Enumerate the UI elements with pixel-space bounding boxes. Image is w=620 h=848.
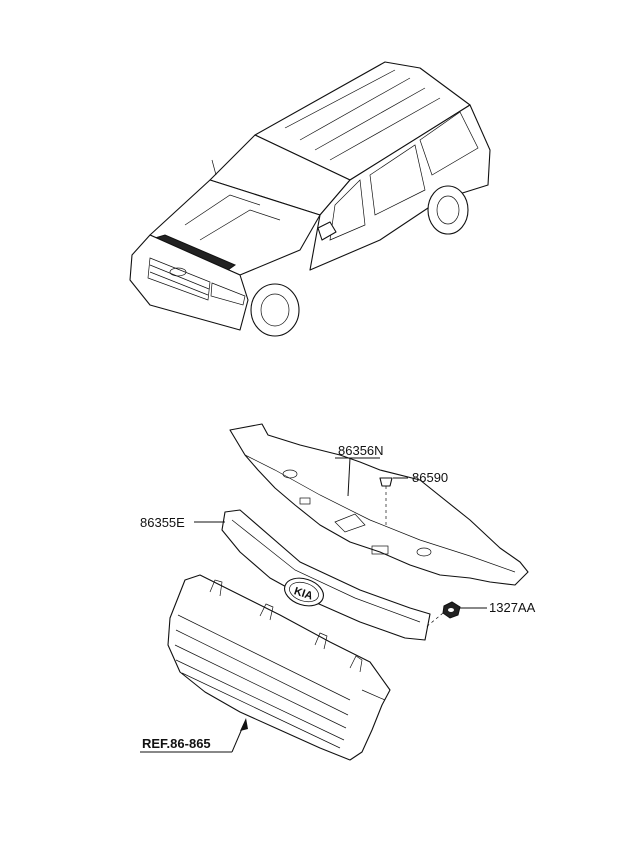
cowl-panel: [229, 423, 529, 586]
callout-lines: [140, 457, 487, 753]
label-1327AA: 1327AA: [489, 600, 536, 615]
label-86355E: 86355E: [140, 515, 185, 530]
vehicle-illustration: [129, 61, 491, 337]
nut-part: [424, 601, 461, 629]
label-86590: 86590: [412, 470, 448, 485]
radiator-grille-molding: KIA: [221, 509, 431, 641]
kia-emblem: [284, 577, 324, 607]
emblem-text: KIA: [293, 585, 315, 602]
clip-part: [379, 477, 393, 525]
reference-label: REF.86-865: [142, 736, 211, 751]
label-86356N: 86356N: [338, 443, 384, 458]
radiator-grille-assembly: [167, 574, 391, 761]
